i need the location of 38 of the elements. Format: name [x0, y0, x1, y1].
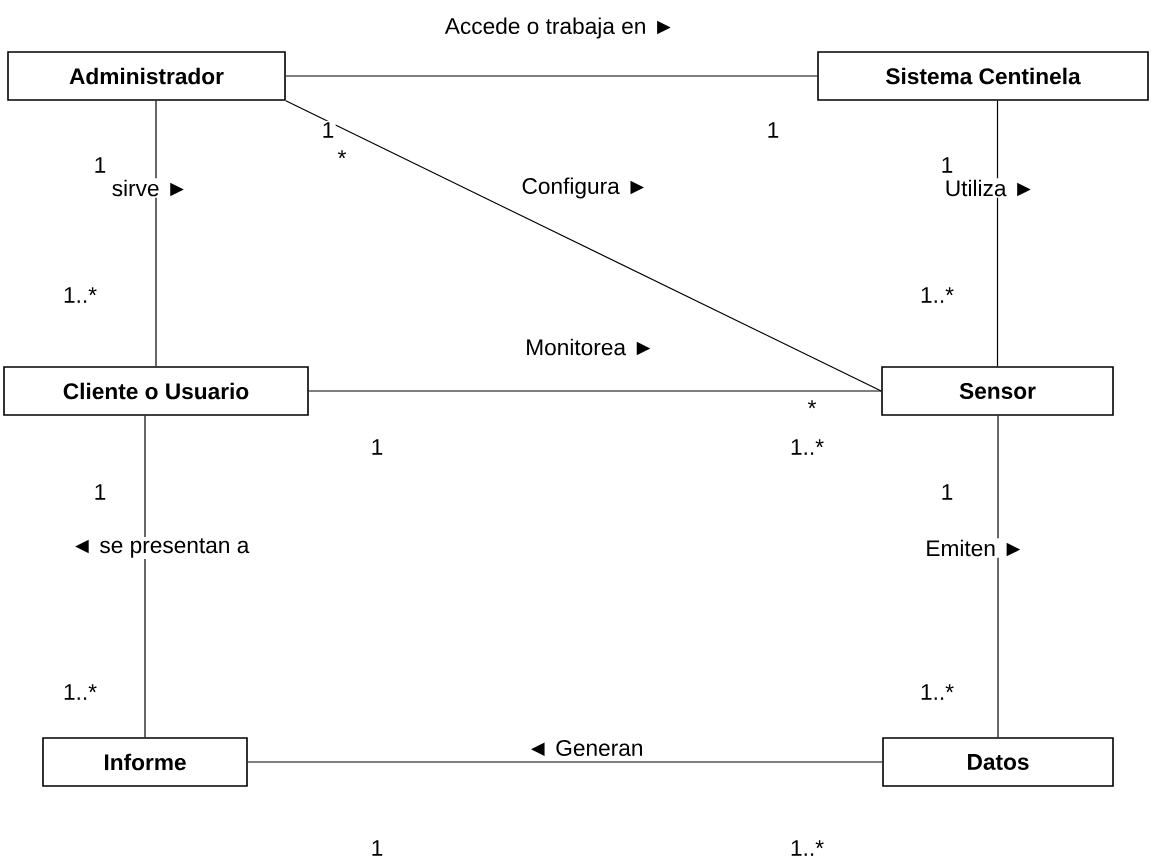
multiplicity-label: 1	[939, 155, 955, 175]
multiplicity-label: 1	[369, 838, 385, 858]
multiplicity-label: 1..*	[788, 838, 826, 858]
multiplicity-label: 1..*	[918, 285, 956, 305]
association-line	[996, 100, 999, 367]
class-box: Sistema Centinela	[817, 51, 1149, 101]
class-box: Informe	[42, 737, 248, 787]
edge-label: ◄ se presentan a	[69, 537, 251, 559]
multiplicity-label: 1	[939, 482, 955, 502]
multiplicity-label: 1	[320, 120, 336, 140]
multiplicity-label: 1..*	[788, 437, 826, 457]
class-box: Administrador	[7, 51, 286, 101]
association-line	[285, 75, 818, 77]
association-line	[155, 100, 157, 367]
association-line	[144, 415, 146, 738]
association-line	[997, 415, 999, 738]
class-box: Sensor	[881, 366, 1114, 416]
multiplicity-label: 1..*	[61, 682, 99, 702]
edge-label: Configura ►	[520, 176, 650, 200]
edge-label: Emiten ►	[924, 538, 1026, 558]
class-box: Cliente o Usuario	[3, 366, 309, 416]
multiplicity-label: *	[806, 398, 818, 418]
multiplicity-label: *	[336, 148, 348, 168]
multiplicity-label: 1	[92, 482, 108, 502]
multiplicity-label: 1	[765, 120, 781, 140]
edge-label: Monitorea ►	[523, 337, 657, 357]
edge-label: Accede o trabaja en ►	[443, 16, 677, 40]
multiplicity-label: 1..*	[61, 285, 99, 305]
multiplicity-label: 1	[369, 437, 385, 457]
multiplicity-label: 1	[92, 155, 108, 175]
class-box: Datos	[882, 737, 1114, 787]
edge-label: Utiliza ►	[943, 178, 1037, 198]
edge-label: sirve ►	[110, 178, 190, 198]
multiplicity-label: 1..*	[918, 682, 956, 702]
association-line	[247, 761, 883, 763]
association-line	[285, 100, 882, 392]
edge-label: ◄ Generan	[525, 738, 645, 758]
association-line	[308, 390, 882, 392]
